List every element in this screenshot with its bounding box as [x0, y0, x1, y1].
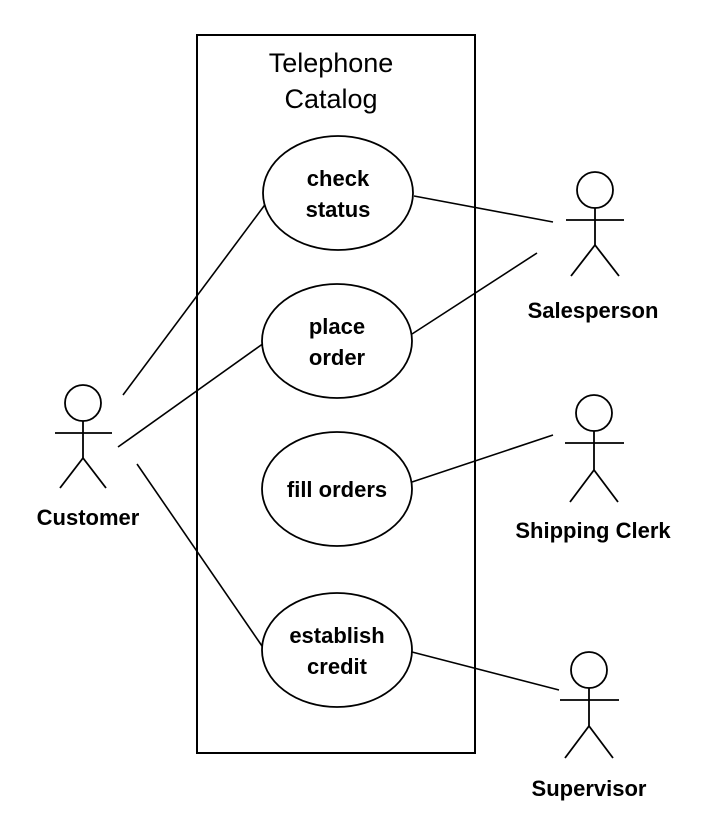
actor-customer-right-leg: [82, 457, 107, 489]
use-case-check-status[interactable]: [262, 135, 414, 251]
actor-shipping-clerk-head: [575, 394, 613, 432]
actor-shipping-clerk-label: Shipping Clerk: [515, 518, 671, 543]
actor-salesperson-head: [576, 171, 614, 209]
actor-supervisor-left-leg: [564, 725, 590, 759]
actor-salesperson-right-leg: [594, 244, 620, 277]
actor-supervisor-label: Supervisor: [532, 776, 647, 801]
use-case-place-order[interactable]: [261, 283, 413, 399]
use-case-establish-credit-line1: establish: [289, 623, 384, 648]
use-case-establish-credit-line2: credit: [307, 654, 368, 679]
association-salesperson-place-order: [411, 252, 538, 335]
actor-salesperson-left-leg: [570, 244, 596, 277]
actor-salesperson[interactable]: [566, 171, 624, 277]
actor-customer-head: [64, 384, 102, 422]
actor-shipping-clerk-left-leg: [569, 469, 595, 503]
use-case-fill-orders[interactable]: [261, 431, 413, 547]
association-shipping-clerk-fill-orders: [411, 434, 554, 483]
association-customer-establish-credit: [136, 463, 263, 647]
system-boundary: [196, 34, 476, 754]
actor-shipping-clerk-right-leg: [593, 469, 619, 503]
use-case-check-status-line1: check: [307, 166, 370, 191]
use-case-fill-orders-label: fill orders: [287, 477, 387, 502]
use-case-place-order-line2: order: [309, 345, 366, 370]
actor-customer-left-leg: [59, 457, 84, 489]
system-title-line1: Telephone: [269, 48, 394, 78]
use-case-check-status-line2: status: [306, 197, 371, 222]
association-supervisor-establish-credit: [411, 651, 560, 691]
use-case-place-order-line1: place: [309, 314, 365, 339]
association-salesperson-check-status: [413, 195, 554, 223]
actor-customer[interactable]: [55, 384, 112, 489]
actor-salesperson-label: Salesperson: [528, 298, 659, 323]
actor-shipping-clerk[interactable]: [565, 394, 624, 503]
use-case-establish-credit[interactable]: [261, 592, 413, 708]
actor-supervisor[interactable]: [560, 651, 619, 759]
actor-supervisor-right-leg: [588, 725, 614, 759]
system-title-line2: Catalog: [284, 84, 377, 114]
actor-customer-label: Customer: [37, 505, 140, 530]
actor-supervisor-head: [570, 651, 608, 689]
association-customer-check-status: [122, 201, 268, 396]
association-customer-place-order: [117, 342, 265, 448]
